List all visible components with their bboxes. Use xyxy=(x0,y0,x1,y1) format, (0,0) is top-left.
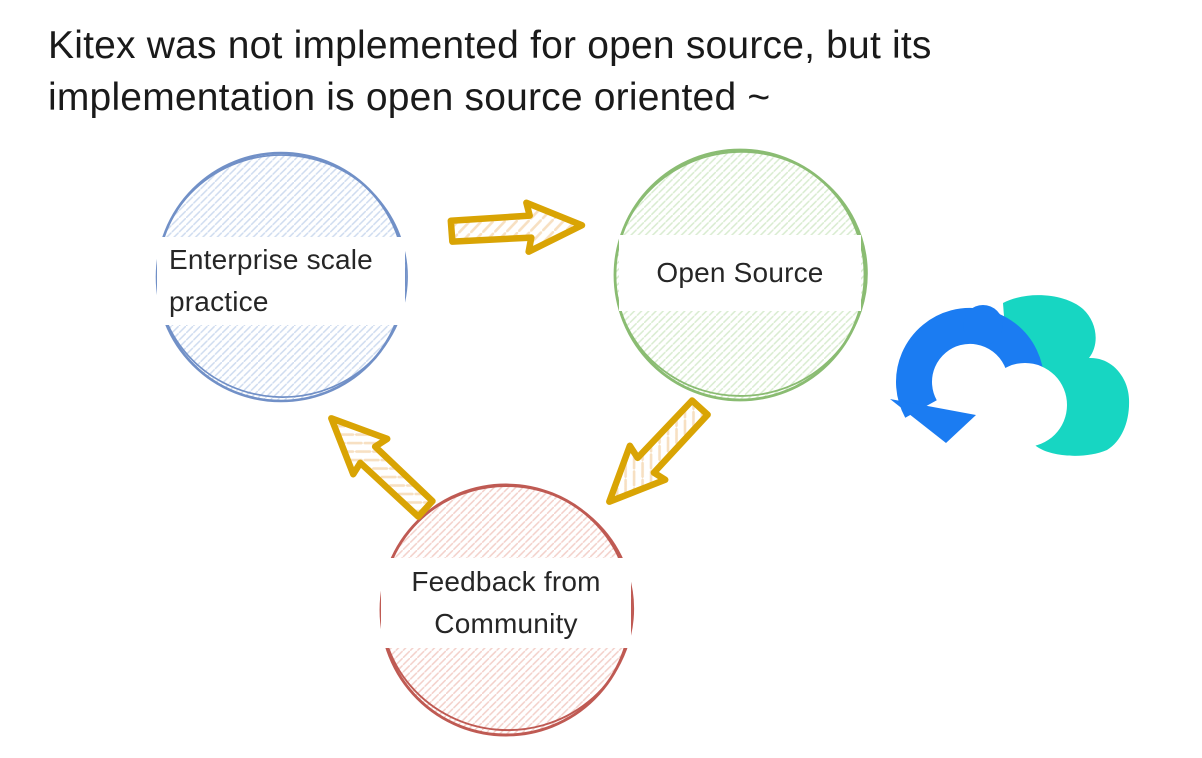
arrow-opensource-to-feedback-icon xyxy=(606,397,711,505)
arrow-feedback-to-practice-icon xyxy=(328,415,436,520)
slide-title: Kitex was not implemented for open sourc… xyxy=(48,20,1158,124)
feedback-label: Feedback from Community xyxy=(411,566,601,639)
opensource-label-band: Open Source xyxy=(619,235,861,311)
enterprise-label: Enterprise scale practice xyxy=(169,244,373,317)
arrow-practice-to-opensource-icon xyxy=(447,199,586,255)
title-line-1: Kitex was not implemented for open sourc… xyxy=(48,24,932,67)
title-line-2: implementation is open source oriented ~ xyxy=(48,76,771,119)
node-enterprise-practice: Enterprise scale practice xyxy=(150,146,412,408)
enterprise-label-band: Enterprise scale practice xyxy=(157,237,405,325)
cloudwego-logo-icon xyxy=(890,295,1130,456)
feedback-label-band: Feedback from Community xyxy=(381,558,631,648)
node-feedback-community: Feedback from Community xyxy=(374,478,638,742)
node-open-source: Open Source xyxy=(608,143,872,407)
opensource-label: Open Source xyxy=(656,257,824,288)
